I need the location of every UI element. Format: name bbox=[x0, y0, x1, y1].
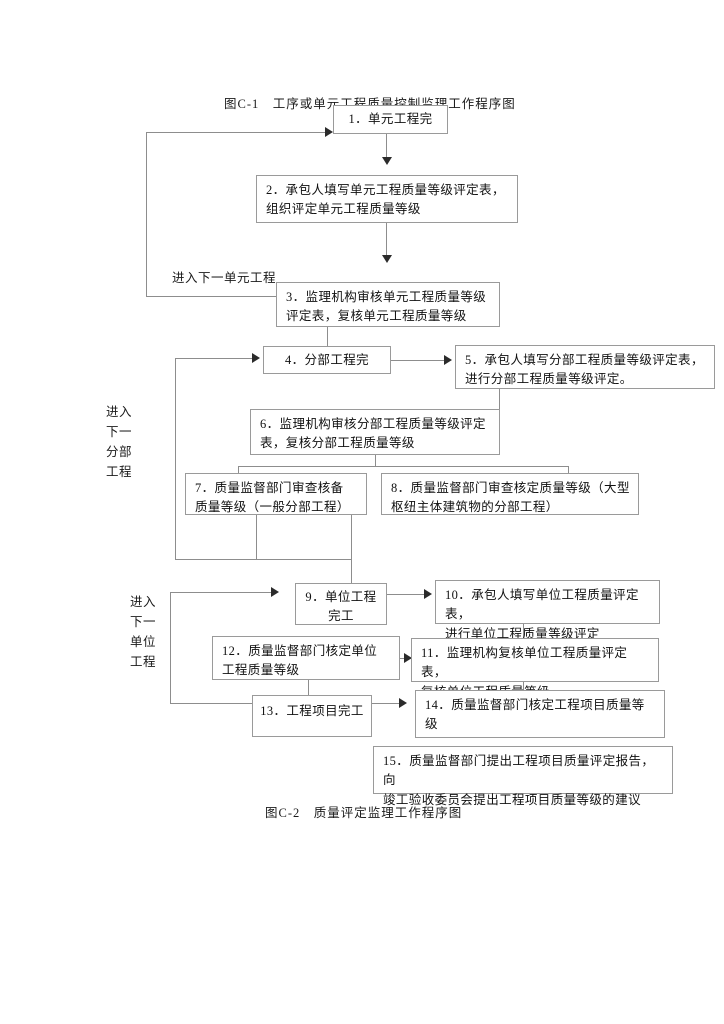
label-next-unit-project: 进入 下一 单位 工程 bbox=[130, 595, 157, 669]
node-14-quality-bureau-approves-project-grade: 14．质量监督部门核定工程项目质量等级 bbox=[415, 690, 665, 738]
label-next-division-work: 进入 下一 分部 工程 bbox=[106, 405, 133, 479]
node-2-contractor-fills-unit-form: 2．承包人填写单元工程质量等级评定表， 组织评定单元工程质量等级 bbox=[256, 175, 518, 223]
node-9-unit-project-complete: 9．单位工程 完工 bbox=[295, 583, 387, 625]
connector-3-to-4 bbox=[327, 327, 328, 347]
connector-loop-unit-project-vertical bbox=[170, 592, 171, 703]
connector-6-split-bar bbox=[238, 466, 568, 467]
arrowhead-13-to-14 bbox=[399, 698, 407, 708]
arrowhead-into-node-3 bbox=[382, 255, 392, 263]
node-6-supervisor-reviews-division-grade: 6．监理机构审核分部工程质量等级评定 表，复核分部工程质量等级 bbox=[250, 409, 500, 455]
connector-node-7-down bbox=[256, 515, 257, 559]
connector-6-to-8 bbox=[568, 466, 569, 473]
node-1-unit-work-complete: 1．单元工程完 bbox=[333, 105, 448, 134]
connector-loop-unit-project-top bbox=[170, 592, 274, 593]
connector-loop-division-bottom bbox=[175, 559, 351, 560]
connector-5-to-6 bbox=[499, 389, 500, 409]
node-15-quality-bureau-issues-report: 15．质量监督部门提出工程项目质量评定报告，向 竣工验收委员会提出工程项目质量等… bbox=[373, 746, 673, 807]
connector-4-to-5 bbox=[391, 360, 447, 361]
connector-2-to-3 bbox=[386, 223, 387, 261]
node-8-quality-bureau-approves-grade: 8．质量监督部门审查核定质量等级（大型 枢纽主体建筑物的分部工程） bbox=[381, 473, 639, 515]
arrowhead-into-node-10 bbox=[424, 589, 432, 599]
arrowhead-into-node-2 bbox=[382, 157, 392, 165]
node-12-quality-bureau-approves-unit-project: 12．质量监督部门核定单位 工程质量等级 bbox=[212, 636, 400, 680]
node-7-quality-bureau-records-grade: 7．质量监督部门审查核备 质量等级（一般分部工程） bbox=[185, 473, 367, 515]
connector-12-to-13 bbox=[308, 680, 309, 696]
connector-loop-unit-bottom bbox=[146, 296, 276, 297]
node-4-division-work-complete: 4．分部工程完 bbox=[263, 346, 391, 374]
label-next-unit-work: 进入下一单元工程 bbox=[172, 271, 277, 285]
connector-9-to-10 bbox=[387, 594, 427, 595]
connector-8-to-9-stem bbox=[351, 515, 352, 587]
connector-1-to-2 bbox=[386, 134, 387, 162]
arrowhead-into-node-9 bbox=[271, 587, 279, 597]
arrowhead-into-node-4 bbox=[252, 353, 260, 363]
connector-10-to-11 bbox=[523, 624, 524, 639]
connector-6-split-stem bbox=[375, 455, 376, 467]
connector-loop-unit-top bbox=[146, 132, 328, 133]
arrowhead-into-node-5 bbox=[444, 355, 452, 365]
node-3-supervisor-reviews-unit-grade: 3．监理机构审核单元工程质量等级 评定表，复核单元工程质量等级 bbox=[276, 282, 500, 327]
connector-loop-unit-project-bottom bbox=[170, 703, 252, 704]
connector-loop-division-top bbox=[175, 358, 255, 359]
arrowhead-12-to-11 bbox=[404, 653, 412, 663]
connector-6-to-7 bbox=[238, 466, 239, 473]
connector-loop-unit-vertical bbox=[146, 132, 147, 296]
node-11-supervisor-rechecks-unit-project: 11．监理机构复核单位工程质量评定表， 复核单位工程质量等级 bbox=[411, 638, 659, 699]
node-10-contractor-fills-unit-project-form: 10．承包人填写单位工程质量评定表， 进行单位工程质量等级评定 bbox=[435, 580, 660, 641]
node-5-contractor-fills-division-form: 5．承包人填写分部工程质量等级评定表， 进行分部工程质量等级评定。 bbox=[455, 345, 715, 389]
arrowhead-into-node-1 bbox=[325, 127, 333, 137]
diagram-caption-c2: 图C-2 质量评定监理工作程序图 bbox=[265, 806, 463, 820]
node-13-project-complete: 13．工程项目完工 bbox=[252, 695, 372, 737]
connector-loop-division-vertical bbox=[175, 358, 176, 560]
connector-13-to-14 bbox=[372, 703, 402, 704]
